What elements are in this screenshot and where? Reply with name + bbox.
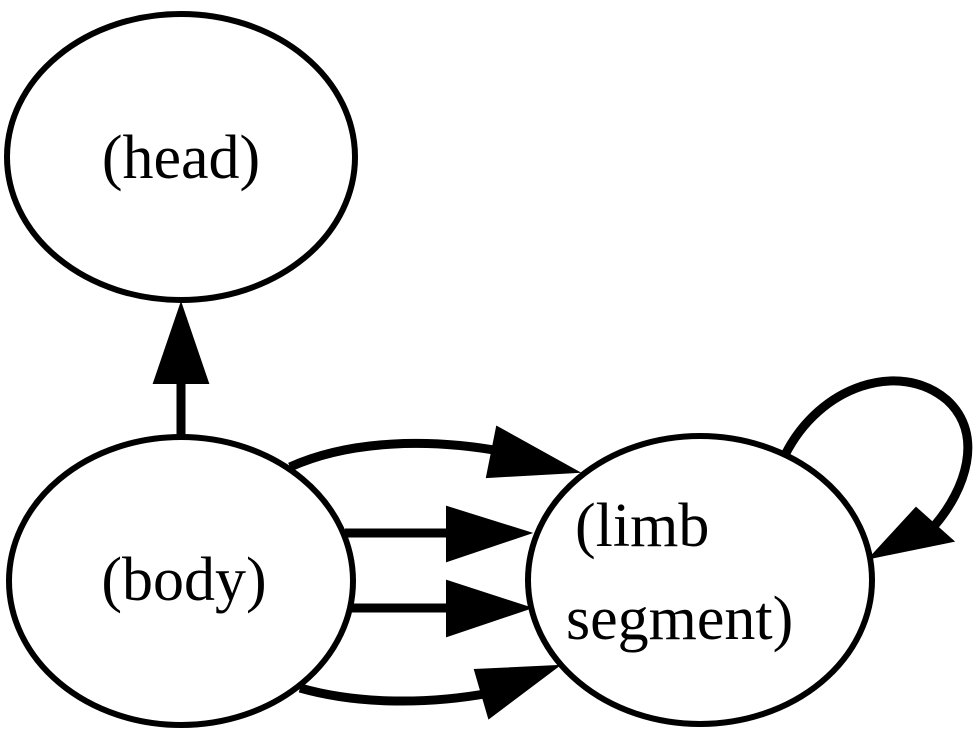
node-limb-label-line1: (limb: [575, 492, 709, 560]
edge-body-to-limb-bottom: [298, 664, 562, 720]
node-head-label: (head): [102, 124, 260, 192]
node-limb-segment: (limb segment): [525, 433, 875, 727]
edge-body-to-head: [152, 300, 210, 437]
node-head: (head): [4, 11, 358, 303]
node-limb-label-line2: segment): [566, 585, 793, 653]
node-body-label: (body): [101, 546, 266, 614]
edge-body-to-limb-lower: [345, 579, 534, 638]
edge-body-to-limb-upper: [345, 505, 534, 563]
edge-body-to-limb-top: [288, 425, 582, 479]
edge-limb-self-loop: [780, 376, 973, 560]
node-body: (body): [6, 434, 356, 728]
